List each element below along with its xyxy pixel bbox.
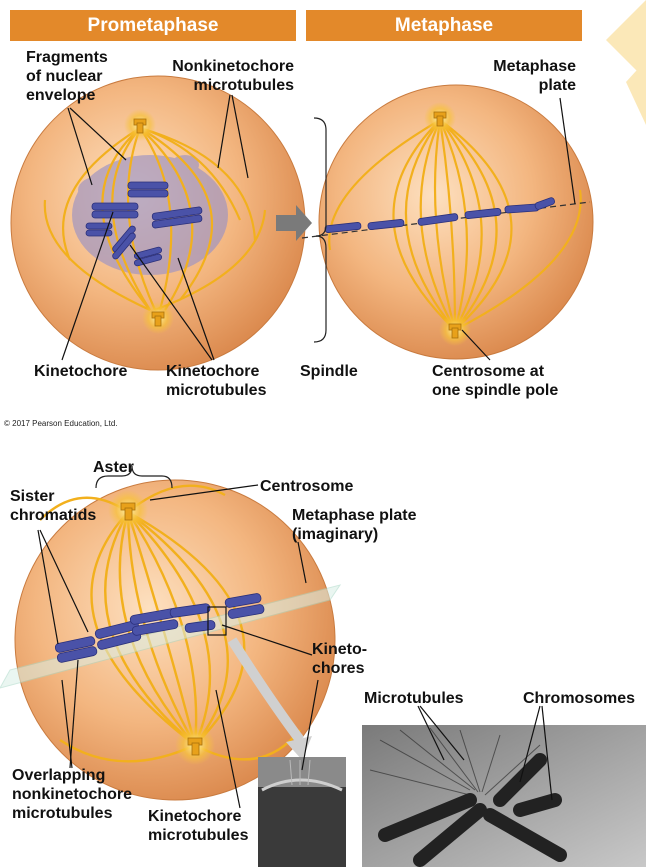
label-kinetochore-microtubules: Kinetochore microtubules <box>166 363 267 399</box>
detailed-metaphase-cell <box>0 479 342 801</box>
copyright: © 2017 Pearson Education, Ltd. <box>4 419 118 428</box>
metaphase-centrosome-top <box>424 102 456 134</box>
header-metaphase: Metaphase <box>306 10 582 41</box>
corner-decoration <box>606 0 646 125</box>
label-aster: Aster <box>93 459 134 476</box>
em-image-kinetochore <box>258 757 346 867</box>
metaphase-chromosomes <box>324 197 555 233</box>
label-imaginary-plate: Metaphase plate (imaginary) <box>292 507 417 543</box>
label-fragments: Fragments of nuclear envelope <box>26 49 108 104</box>
prometaphase-centrosome-bottom <box>142 302 174 334</box>
prometaphase-microtubules <box>43 126 267 312</box>
label-spindle: Spindle <box>300 363 358 380</box>
prometaphase-cell <box>10 75 306 371</box>
header-prometaphase: Prometaphase <box>10 10 296 41</box>
leader-lines <box>37 94 576 809</box>
label-metaphase-plate: Metaphase plate <box>493 58 576 94</box>
label-overlapping: Overlapping nonkinetochore microtubules <box>12 767 133 822</box>
spindle-bracket <box>313 117 327 343</box>
detailed-centrosome-top <box>108 490 148 530</box>
label-centrosome: Centrosome <box>260 478 354 495</box>
label-microtubules: Microtubules <box>364 690 464 707</box>
label-kinetochores: Kineto- chores <box>312 641 368 677</box>
zoom-arrow <box>227 637 305 743</box>
label-centrosome-pole: Centrosome at one spindle pole <box>432 363 559 399</box>
detailed-chromosomes <box>54 593 265 663</box>
kinetochore-highlight-box <box>207 606 227 636</box>
label-kinetochore-microtubules-bottom: Kinetochore microtubules <box>148 808 249 844</box>
metaphase-cell <box>301 84 594 360</box>
label-kinetochore: Kinetochore <box>34 363 128 380</box>
label-chromosomes: Chromosomes <box>523 690 636 707</box>
em-image-microtubules-chromosomes <box>362 725 646 867</box>
transition-arrow <box>276 205 312 241</box>
label-sister-chromatids: Sister chromatids <box>10 488 97 524</box>
metaphase-centrosome-bottom <box>439 314 471 346</box>
aster-bracket <box>95 465 173 489</box>
metaphase-microtubules <box>328 119 582 331</box>
detailed-centrosome-bottom <box>175 725 215 765</box>
label-nonkinetochore: Nonkinetochore microtubules <box>172 58 294 94</box>
prometaphase-centrosome-top <box>124 109 156 141</box>
